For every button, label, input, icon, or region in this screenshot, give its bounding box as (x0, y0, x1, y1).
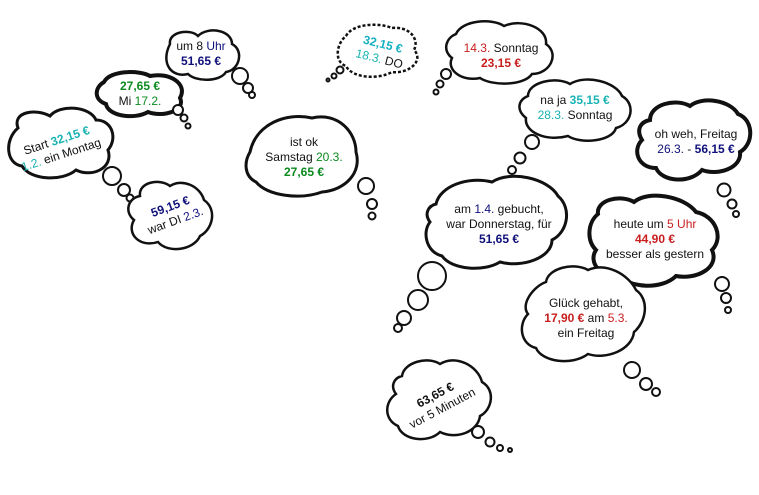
label-gebucht-b: gebucht, (494, 201, 544, 216)
price-gebucht: 51,65 € (478, 231, 520, 246)
bubble-um8: um 8 Uhr 51,65 € (168, 36, 234, 72)
price-heute: 44,90 € (634, 231, 676, 246)
date-freitag: 26.3. (657, 142, 684, 156)
cloud-glueck (520, 265, 661, 397)
bubble-naja: na ja 35,15 € 28.3. Sonntag (528, 90, 622, 126)
sep-freitag: - (683, 142, 695, 156)
price-um8: 51,65 € (180, 54, 222, 68)
cloud-freitag (635, 98, 753, 218)
date-glueck: 5.3. (607, 310, 628, 325)
cloud-do (325, 23, 419, 83)
date-istok: 20.3. (316, 149, 343, 164)
label-gebucht-a: am (454, 201, 475, 216)
bubble-heute: heute um 5 Uhr 44,90 € besser als gester… (596, 212, 714, 266)
weekday-istok: Samstag (265, 149, 316, 164)
date-naja: 28.3. (537, 108, 565, 122)
price-naja: 35,15 € (569, 93, 610, 107)
weekday-gebucht: war Donnerstag, für (446, 216, 552, 231)
weekday-sonntag14: Sonntag (490, 41, 539, 55)
cloud-mi (94, 70, 192, 130)
cloud-jetzt (386, 359, 513, 453)
date-mi: 17.2. (134, 94, 162, 108)
cloud-heute (587, 193, 732, 314)
price-glueck: 17,90 € (544, 310, 585, 325)
bubble-glueck: Glück gehabt, 17,90 € am 5.3. ein Freita… (536, 290, 636, 346)
bubble-mi: 27,65 € Mi 17.2. (104, 76, 176, 112)
weekday-naja: Sonntag (564, 108, 613, 122)
label-naja: na ja (540, 93, 570, 107)
time-heute: 5 Uhr (667, 216, 697, 231)
bubble-sonntag14: 14.3. Sonntag 23,15 € (456, 38, 546, 74)
date-gebucht: 1.4. (474, 201, 495, 216)
bubble-istok: ist ok Samstag 20.3. 27,65 € (254, 130, 354, 184)
cloud-istok (244, 115, 378, 221)
cloud-sonntag14 (432, 20, 554, 96)
note-heute: besser als gestern (605, 246, 705, 261)
time-um8: Uhr (206, 39, 226, 53)
cloud-um8 (165, 29, 256, 99)
label-heute: heute um (613, 216, 668, 231)
cloud-start (7, 106, 135, 203)
cloud-di (127, 180, 214, 251)
bubble-freitag: oh weh, Freitag 26.3. - 56,15 € (646, 124, 746, 160)
bubble-gebucht: am 1.4. gebucht, war Donnerstag, für 51,… (434, 196, 564, 252)
sep-glueck: am (584, 310, 608, 325)
cloud-naja (507, 78, 632, 175)
price-freitag: 56,15 € (694, 142, 735, 156)
cloud-gebucht (393, 174, 568, 333)
date-sonntag14: 14.3. (463, 41, 491, 55)
weekday-mi: Mi (118, 94, 135, 108)
price-mi: 27,65 € (119, 79, 161, 93)
price-sonntag14: 23,15 € (480, 56, 522, 70)
label-freitag: oh weh, Freitag (654, 127, 738, 141)
label-um8: um 8 (176, 39, 207, 53)
label-glueck: Glück gehabt, (548, 295, 624, 310)
price-istok: 27,65 € (283, 164, 325, 179)
weekday-glueck: ein Freitag (557, 325, 615, 340)
label-istok: ist ok (289, 134, 318, 149)
